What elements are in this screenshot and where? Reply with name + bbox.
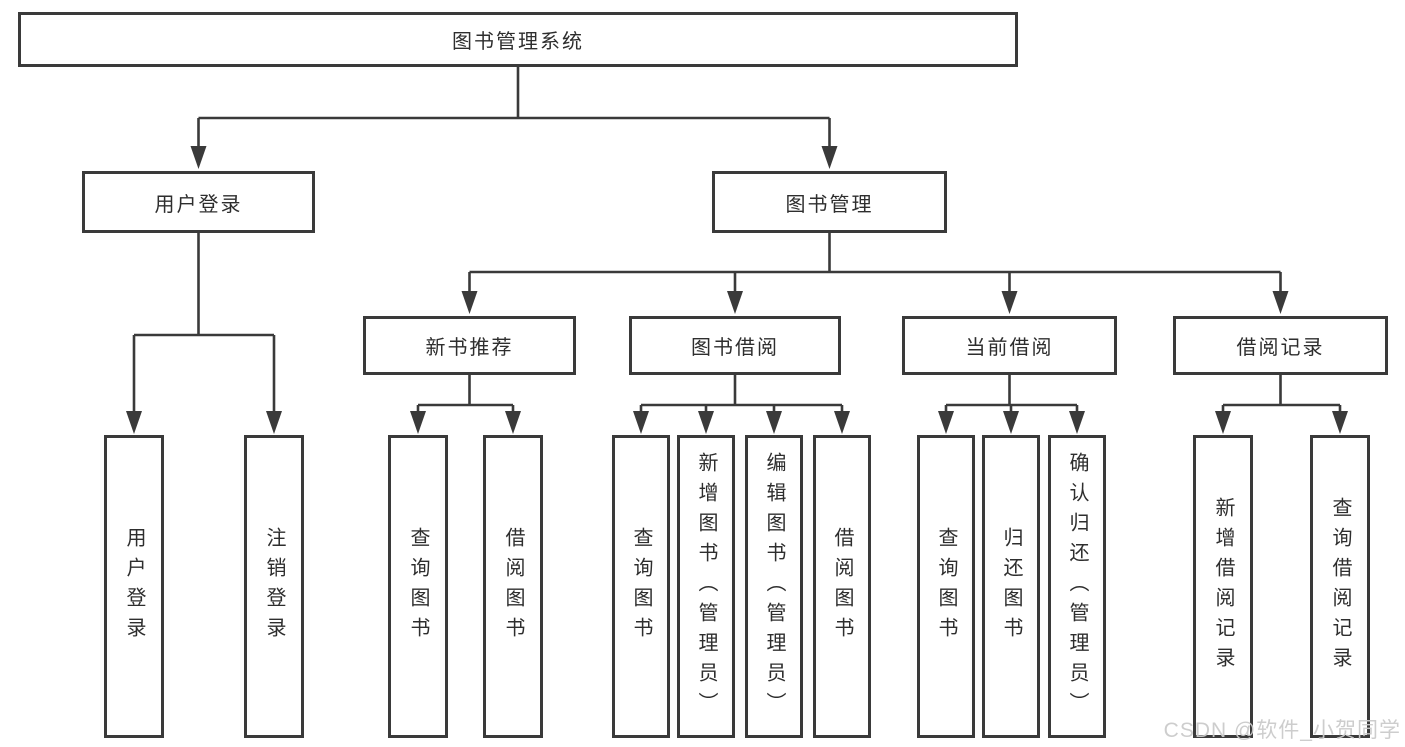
leaf-label: 编辑图书（管理员） xyxy=(763,451,785,722)
leaf-borrow-books: 借阅图书 xyxy=(813,435,871,738)
node-label: 图书管理 xyxy=(785,193,874,216)
node-label: 借阅记录 xyxy=(1236,337,1325,359)
leaf-edit-books-admin: 编辑图书（管理员） xyxy=(745,435,803,738)
leaf-confirm-return-admin: 确认归还（管理员） xyxy=(1048,435,1106,738)
leaf-add-books-admin: 新增图书（管理员） xyxy=(677,435,735,738)
node-user-login: 用户登录 xyxy=(82,171,315,233)
node-new-book-recommendation: 新书推荐 xyxy=(363,316,576,375)
leaf-label: 查询图书 xyxy=(630,526,652,647)
leaf-label: 查询借阅记录 xyxy=(1329,496,1351,677)
leaf-add-borrow-record: 新增借阅记录 xyxy=(1193,435,1253,738)
leaf-label: 归还图书 xyxy=(1000,526,1022,647)
leaf-logout: 注销登录 xyxy=(244,435,304,738)
leaf-label: 新增图书（管理员） xyxy=(695,451,717,722)
leaf-label: 查询图书 xyxy=(935,526,957,647)
leaf-label: 用户登录 xyxy=(123,526,145,647)
leaf-query-books-recommend: 查询图书 xyxy=(388,435,448,738)
node-label: 图书借阅 xyxy=(691,337,779,359)
leaf-label: 新增借阅记录 xyxy=(1212,496,1234,677)
node-label: 图书管理系统 xyxy=(452,31,584,53)
node-library-management-system: 图书管理系统 xyxy=(18,12,1018,67)
leaf-label: 查询图书 xyxy=(407,526,429,647)
node-label: 用户登录 xyxy=(154,193,243,216)
leaf-label: 借阅图书 xyxy=(831,526,853,647)
node-book-borrowing: 图书借阅 xyxy=(629,316,841,375)
leaf-query-borrow-record: 查询借阅记录 xyxy=(1310,435,1370,738)
leaf-label: 借阅图书 xyxy=(502,526,524,647)
node-current-borrowing: 当前借阅 xyxy=(902,316,1117,375)
node-book-management: 图书管理 xyxy=(712,171,947,233)
node-label: 当前借阅 xyxy=(965,337,1054,359)
node-borrowing-records: 借阅记录 xyxy=(1173,316,1388,375)
csdn-watermark: CSDN @软件_小贺同学 xyxy=(1163,719,1401,742)
leaf-user-login: 用户登录 xyxy=(104,435,164,738)
leaf-query-books-current: 查询图书 xyxy=(917,435,975,738)
leaf-return-books: 归还图书 xyxy=(982,435,1040,738)
leaf-borrow-books-recommend: 借阅图书 xyxy=(483,435,543,738)
node-label: 新书推荐 xyxy=(425,337,514,359)
leaf-label: 确认归还（管理员） xyxy=(1066,451,1088,722)
leaf-label: 注销登录 xyxy=(263,526,285,647)
leaf-query-books-borrowing: 查询图书 xyxy=(612,435,670,738)
